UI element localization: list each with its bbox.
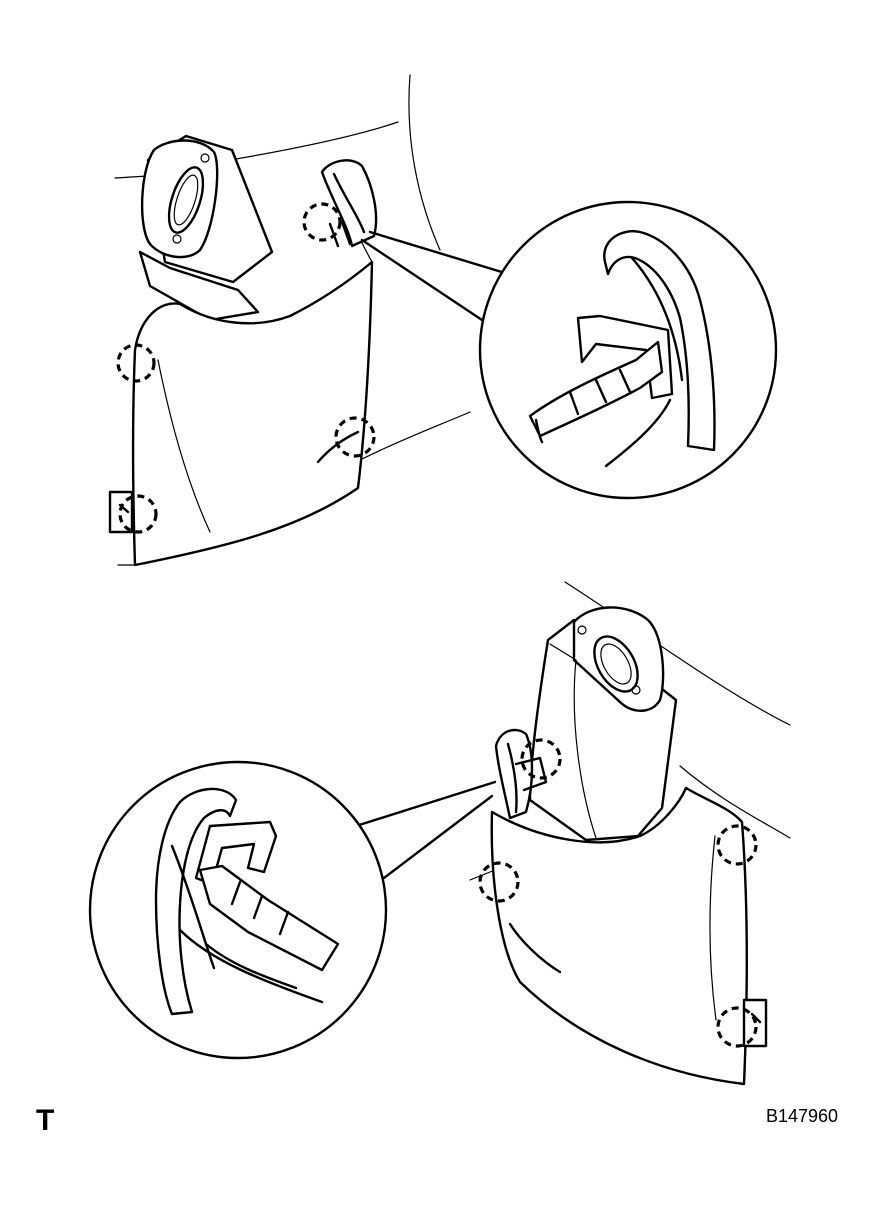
clip-location xyxy=(478,861,520,903)
top-background-line xyxy=(408,74,441,251)
clip-location xyxy=(334,416,376,458)
bottom-detail-circle xyxy=(88,760,388,1060)
clip-location xyxy=(520,738,562,780)
top-leader-line xyxy=(368,230,507,275)
top-leader-line xyxy=(360,238,487,324)
top-background-line xyxy=(114,175,149,179)
top-background-line xyxy=(229,121,399,161)
clip-location xyxy=(116,343,156,383)
bottom-background-line xyxy=(564,581,791,726)
bottom-background-line xyxy=(679,765,791,839)
top-buckle xyxy=(138,134,274,322)
bottom-leader-line xyxy=(374,794,494,886)
bottom-buckle xyxy=(528,606,678,842)
top-background-line xyxy=(359,411,471,461)
figure-code: B147960 xyxy=(766,1106,839,1126)
bottom-leader-line xyxy=(354,780,497,828)
top-bracket xyxy=(108,490,134,534)
top-assembly xyxy=(108,74,778,567)
top-detail-circle xyxy=(478,200,778,500)
clip-location xyxy=(716,1006,758,1048)
clip-location xyxy=(302,202,342,242)
clip-location xyxy=(716,824,758,866)
bottom-assembly xyxy=(88,581,791,1086)
figure-mark: T xyxy=(36,1104,55,1137)
clip-location xyxy=(118,494,158,534)
bottom-trim-cover xyxy=(490,786,748,1086)
